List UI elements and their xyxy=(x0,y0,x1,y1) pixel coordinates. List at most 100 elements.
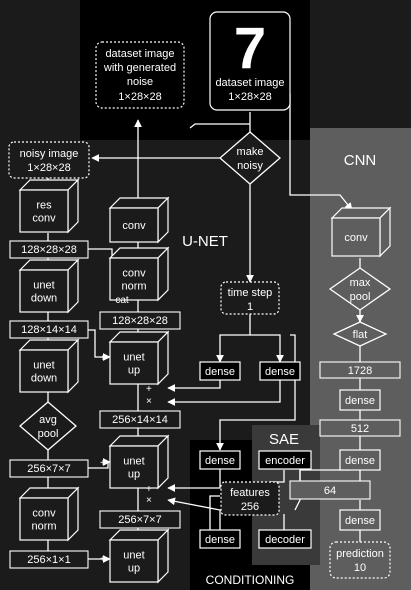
layer-blocks: resconvunetdownunetdownconvnormconvconvn… xyxy=(18,178,392,584)
conv-norm-enc-side xyxy=(67,486,79,542)
dataset-image-shape: 1×28×28 xyxy=(228,91,271,103)
cnn-1728-text: 1728 xyxy=(348,365,372,377)
unet-up-3-label-1: unet xyxy=(123,550,144,562)
cnn-prediction: prediction 10 xyxy=(329,541,391,579)
unet-down-1-front xyxy=(19,269,69,313)
cnn-64-box xyxy=(289,480,371,500)
make-noisy-node: make noisy xyxy=(219,131,281,185)
time-step-box xyxy=(220,281,280,315)
conv-norm-enc-label-1: conv xyxy=(32,508,56,520)
dense-a-box xyxy=(199,361,241,381)
cnn-region-title: CNN xyxy=(344,152,377,169)
cnn-dense-2-label: dense xyxy=(345,455,375,467)
edge-time-to-dense-b xyxy=(250,334,284,363)
cnn-conv-block: conv xyxy=(330,206,392,258)
cnn-prediction-label: prediction xyxy=(336,548,384,560)
edge-makenoisy-to-generated xyxy=(189,123,250,129)
generated-noise-node: dataset image with generated noise 1×28×… xyxy=(95,41,185,109)
enc-shape-4: 256×1×1 xyxy=(9,550,89,569)
cnn-dense-3: dense xyxy=(339,509,381,531)
cnn-dense-3-box xyxy=(339,509,381,531)
conditioning-region-title: CONDITIONING xyxy=(206,573,295,587)
dense-d: dense xyxy=(199,529,241,549)
generated-noise-box xyxy=(95,41,185,109)
cnn-dense-1-box xyxy=(339,389,381,411)
edge-dense-to-up1 xyxy=(167,380,221,392)
cnn-1728: 1728 xyxy=(319,361,401,379)
cnn-512-box xyxy=(319,419,401,437)
enc-shape-4-text: 256×1×1 xyxy=(27,554,70,566)
dense-c-box xyxy=(199,450,241,470)
res-conv-label-2: conv xyxy=(32,213,56,225)
enc-shape-1: 128×28×28 xyxy=(9,240,89,259)
sae-decoder-label: decoder xyxy=(265,534,305,546)
dataset-image-label: dataset image xyxy=(215,77,284,89)
plus-op-1: + xyxy=(100,353,106,364)
unet-up-2-side xyxy=(157,434,169,490)
cnn-dense-2: dense xyxy=(339,449,381,471)
generated-noise-line3: noise xyxy=(127,76,153,88)
unet-up-1-front xyxy=(109,341,159,385)
make-noisy-diamond xyxy=(219,131,281,185)
generated-noise-shape: 1×28×28 xyxy=(118,91,161,103)
conv-norm-enc-front xyxy=(19,497,69,541)
cnn-64-text: 64 xyxy=(324,485,336,497)
edge-dense-to-up1-b xyxy=(167,380,281,406)
noisy-image-node: noisy image 1×28×28 xyxy=(8,141,90,179)
unet-down-1-label-2: down xyxy=(31,293,57,305)
time-step-label: time step xyxy=(228,287,273,299)
times-op-2: × xyxy=(146,495,152,506)
cnn-dense-2-box xyxy=(339,449,381,471)
res-conv-side xyxy=(67,178,79,234)
plus-op-4: + xyxy=(146,484,152,495)
enc-shape-2: 128×14×14 xyxy=(9,320,89,339)
skip-1 xyxy=(88,329,111,361)
dense-a: dense xyxy=(199,361,241,381)
enc-shape-3-box xyxy=(9,459,89,478)
unet-up-3-side xyxy=(157,528,169,584)
avg-pool-diamond xyxy=(19,401,77,451)
sae-features: features 256 xyxy=(220,481,280,516)
unet-region-title: U-NET xyxy=(182,233,228,250)
cnn-64: 64 xyxy=(289,480,371,500)
plus-op-2: + xyxy=(146,384,152,395)
dense-c-label: dense xyxy=(205,455,235,467)
enc-shape-1-text: 128×28×28 xyxy=(21,244,77,256)
dataset-image-box xyxy=(209,11,291,111)
unet-up-2-label-2: up xyxy=(128,469,140,481)
conv-norm-dec-side xyxy=(157,246,169,302)
enc-shape-3-text: 256×7×7 xyxy=(27,463,70,475)
unet-up-3-label-2: up xyxy=(128,563,140,575)
cnn-1728-box xyxy=(319,361,401,379)
unet-up-1-side xyxy=(157,330,169,386)
dataset-digit: 7 xyxy=(234,16,266,81)
unet-down-1-side xyxy=(67,258,79,314)
dense-b: dense xyxy=(259,361,301,381)
unet-down-2-side xyxy=(67,338,79,394)
cnn-dense-1-label: dense xyxy=(345,395,375,407)
generated-noise-line1: dataset image xyxy=(105,48,174,60)
conv-dec-block: conv xyxy=(108,196,170,244)
res-conv-front xyxy=(19,189,69,233)
avg-pool-line1: avg xyxy=(39,414,57,426)
unet-down-2-label-2: down xyxy=(31,373,57,385)
generated-noise-line2: with generated xyxy=(103,62,176,74)
cnn-flat: flat xyxy=(332,321,388,347)
conv-norm-dec-label-2: norm xyxy=(121,281,146,293)
dec-shape-1-box xyxy=(99,311,181,330)
res-conv-label-1: res xyxy=(36,200,52,212)
dec-shape-1: 128×28×28 xyxy=(99,311,181,330)
sae-encoder: encoder xyxy=(258,450,312,470)
dense-b-label: dense xyxy=(265,366,295,378)
dataset-image-node: 7 dataset image 1×28×28 xyxy=(209,11,291,111)
sae-features-value: 256 xyxy=(241,501,259,513)
times-op-1: × xyxy=(146,396,152,407)
dec-shape-3-text: 256×7×7 xyxy=(118,514,161,526)
conv-norm-dec-label-1: conv xyxy=(122,268,146,280)
sae-encoder-label: encoder xyxy=(265,455,305,467)
time-step-node: time step 1 xyxy=(220,281,280,315)
